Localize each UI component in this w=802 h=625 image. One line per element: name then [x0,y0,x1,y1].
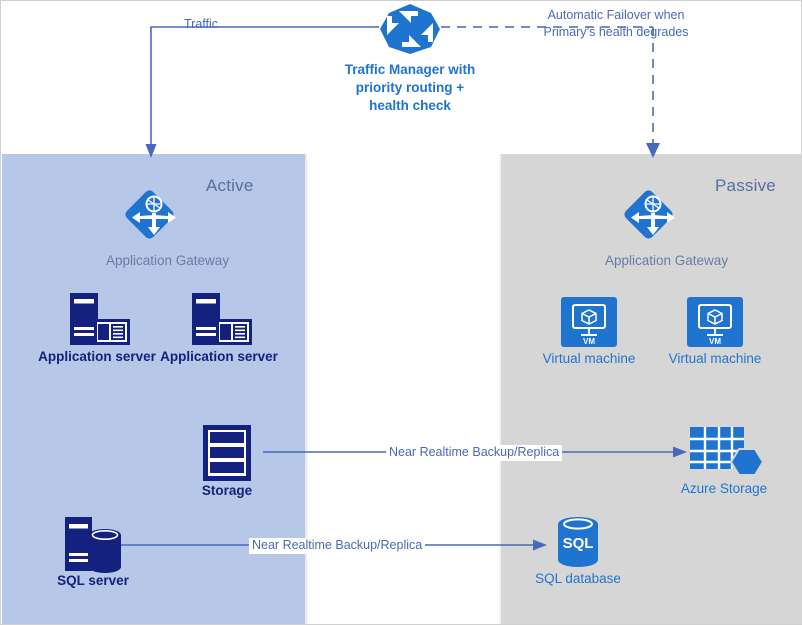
traffic-manager-caption: Traffic Manager with priority routing + … [344,62,476,113]
node-label: Application server [38,349,156,364]
node-azure-storage[interactable]: Azure Storage [663,421,785,497]
svg-text:VM: VM [583,337,595,346]
svg-text:SQL: SQL [563,535,594,552]
traffic-manager-icon [380,4,440,54]
storage-icon [203,425,251,481]
node-label: Application Gateway [605,253,729,268]
application-gateway-icon [624,190,675,239]
connector-label-storage-replica: Near Realtime Backup/Replica [386,445,563,461]
connector-label-failover: Automatic Failover when Primary’s health… [543,8,689,39]
virtual-machine-icon: VM [561,297,617,347]
sql-server-icon [65,517,121,573]
node-app-gateway-passive[interactable]: Application Gateway [605,190,729,269]
application-server-icon [192,293,252,345]
connector-label-sql-replica: Near Realtime Backup/Replica [249,538,426,554]
node-label: SQL database [535,571,621,586]
node-label: Application server [160,349,278,364]
sql-database-icon: SQL [558,517,598,567]
node-virtual-machine-1[interactable]: VM Virtual machine [529,296,649,367]
virtual-machine-icon: VM [687,297,743,347]
node-label: Azure Storage [680,481,768,496]
node-label: SQL server [57,573,129,588]
node-storage[interactable]: Storage [177,423,277,499]
azure-storage-icon [690,427,765,476]
node-sql-database[interactable]: SQL SQL database [517,513,639,587]
node-virtual-machine-2[interactable]: VM Virtual machine [655,296,775,367]
node-label: Virtual machine [542,351,636,366]
node-app-gateway-active[interactable]: Application Gateway [106,190,230,269]
zone-label-passive: Passive [715,176,776,195]
svg-text:VM: VM [709,337,721,346]
node-label: Application Gateway [106,253,230,268]
application-server-icon [70,293,130,345]
node-label: Storage [201,483,253,498]
node-traffic-manager[interactable] [379,3,441,55]
node-app-server-2[interactable]: Application server [158,291,280,365]
node-sql-server[interactable]: SQL server [43,515,143,589]
application-gateway-icon [125,190,176,239]
connector-label-traffic: Traffic [184,17,219,31]
node-app-server-1[interactable]: Application server [36,291,158,365]
node-label: Virtual machine [668,351,762,366]
zone-label-active: Active [206,176,254,195]
